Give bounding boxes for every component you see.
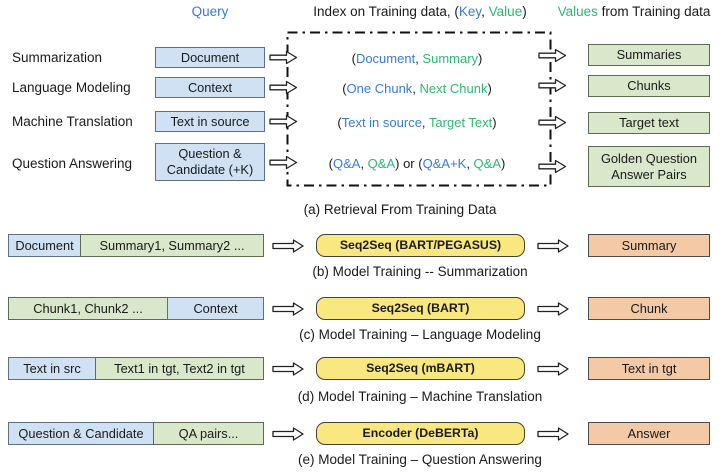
- pair-key: One Chunk: [346, 81, 413, 96]
- input-cell-chunks: Chunk1, Chunk2 ...: [8, 297, 168, 320]
- arrow-right-icon: [537, 302, 569, 316]
- arrow-right-icon: [272, 239, 304, 253]
- value-box-chunks: Chunks: [588, 75, 710, 97]
- arrow-right-icon: [272, 302, 304, 316]
- pair-value: Q&A: [367, 156, 396, 171]
- arrow-right-icon: [537, 362, 569, 376]
- output-box-answer: Answer: [588, 422, 710, 445]
- pair-value: Summary: [422, 51, 479, 66]
- pair-segment: ): [501, 156, 506, 171]
- header-index-suffix: ): [522, 4, 527, 19]
- header-values-highlight: Values: [557, 4, 598, 19]
- header-index-key: Key: [458, 4, 482, 19]
- value-box-summaries: Summaries: [588, 44, 710, 66]
- pair-value: Target Text: [428, 115, 493, 130]
- arrow-right-icon: [269, 50, 298, 65]
- task-label-language-modeling: Language Modeling: [12, 80, 131, 95]
- arrow-right-icon: [538, 159, 567, 174]
- index-dashed-border: [286, 31, 552, 187]
- pair-value: Next Chunk: [419, 81, 488, 96]
- caption-a: (a) Retrieval From Training Data: [303, 202, 497, 217]
- pair-segment: (: [328, 156, 333, 171]
- input-row-e: Question & Candidate QA pairs...: [8, 422, 264, 445]
- pair-segment: ): [492, 115, 497, 130]
- arrow-right-icon: [269, 114, 298, 129]
- kv-pair-summarization: (Document, Summary): [292, 51, 542, 66]
- caption-c: (c) Model Training – Language Modeling: [299, 327, 541, 342]
- input-cell-question-candidate: Question & Candidate: [8, 422, 154, 445]
- value-box-target-text: Target text: [588, 112, 710, 134]
- pair-segment: ,: [412, 81, 420, 96]
- header-index-sep: ,: [481, 4, 489, 19]
- pair-segment: ,: [421, 115, 429, 130]
- pair-segment: ,: [415, 51, 423, 66]
- task-label-question-answering: Question Answering: [12, 156, 133, 171]
- pair-segment: (: [342, 81, 347, 96]
- kv-pair-machine-translation: (Text in source, Target Text): [292, 115, 542, 130]
- pair-value: Q&A: [473, 156, 502, 171]
- pair-segment: ): [487, 81, 492, 96]
- query-box-document: Document: [155, 47, 265, 68]
- caption-d: (d) Model Training – Machine Translation: [297, 389, 543, 404]
- input-row-c: Chunk1, Chunk2 ... Context: [8, 297, 264, 320]
- arrow-right-icon: [272, 427, 304, 441]
- pair-key: Q&A: [332, 156, 361, 171]
- input-row-d: Text in src Text1 in tgt, Text2 in tgt: [8, 357, 264, 380]
- task-label-summarization: Summarization: [12, 50, 103, 65]
- model-box-bart-pegasus: Seq2Seq (BART/PEGASUS): [316, 234, 525, 257]
- value-box-golden-qa-pairs: Golden Question Answer Pairs: [588, 146, 710, 187]
- input-cell-document: Document: [8, 234, 81, 257]
- model-box-mbart: Seq2Seq (mBART): [316, 357, 525, 380]
- output-box-chunk: Chunk: [588, 297, 710, 320]
- header-query: Query: [191, 4, 229, 19]
- arrow-right-icon: [538, 115, 567, 130]
- caption-b: (b) Model Training -- Summarization: [312, 264, 528, 279]
- arrow-right-icon: [537, 239, 569, 253]
- task-label-machine-translation: Machine Translation: [12, 114, 133, 129]
- pair-segment: ): [478, 51, 483, 66]
- header-index-prefix: Index on Training data, (: [313, 4, 459, 19]
- output-box-summary: Summary: [588, 234, 710, 257]
- model-box-deberta: Encoder (DeBERTa): [316, 422, 525, 445]
- input-row-b: Document Summary1, Summary2 ...: [8, 234, 264, 257]
- header-index-value: Value: [488, 4, 523, 19]
- input-cell-summaries: Summary1, Summary2 ...: [80, 234, 264, 257]
- model-box-bart: Seq2Seq (BART): [316, 297, 525, 320]
- pair-key: Q&A+K: [422, 156, 467, 171]
- input-cell-qa-pairs: QA pairs...: [153, 422, 264, 445]
- pair-segment: (: [337, 115, 342, 130]
- query-box-context: Context: [155, 77, 265, 98]
- arrow-right-icon: [269, 155, 298, 170]
- caption-e: (e) Model Training – Question Answering: [298, 452, 542, 467]
- kv-pair-language-modeling: (One Chunk, Next Chunk): [292, 81, 542, 96]
- arrow-right-icon: [269, 80, 298, 95]
- output-box-text-in-tgt: Text in tgt: [588, 357, 710, 380]
- pair-segment: ) or (: [395, 156, 423, 171]
- input-cell-context: Context: [167, 297, 264, 320]
- pair-segment: ,: [360, 156, 368, 171]
- pair-segment: ,: [466, 156, 474, 171]
- header-values: Values from Training data: [551, 4, 717, 19]
- pair-key: Text in source: [341, 115, 422, 130]
- query-box-text-in-source: Text in source: [155, 111, 265, 132]
- pair-segment: (: [351, 51, 356, 66]
- kv-pair-question-answering: (Q&A, Q&A) or (Q&A+K, Q&A): [292, 156, 542, 171]
- arrow-right-icon: [537, 427, 569, 441]
- query-box-question-candidate: Question & Candidate (+K): [155, 143, 265, 181]
- input-cell-texts-in-tgt: Text1 in tgt, Text2 in tgt: [95, 357, 264, 380]
- arrow-right-icon: [272, 362, 304, 376]
- header-values-rest: from Training data: [597, 4, 711, 19]
- arrow-right-icon: [538, 78, 567, 93]
- header-index: Index on Training data, (Key, Value): [300, 4, 540, 19]
- input-cell-text-in-src: Text in src: [8, 357, 96, 380]
- arrow-right-icon: [538, 48, 567, 63]
- pair-key: Document: [355, 51, 416, 66]
